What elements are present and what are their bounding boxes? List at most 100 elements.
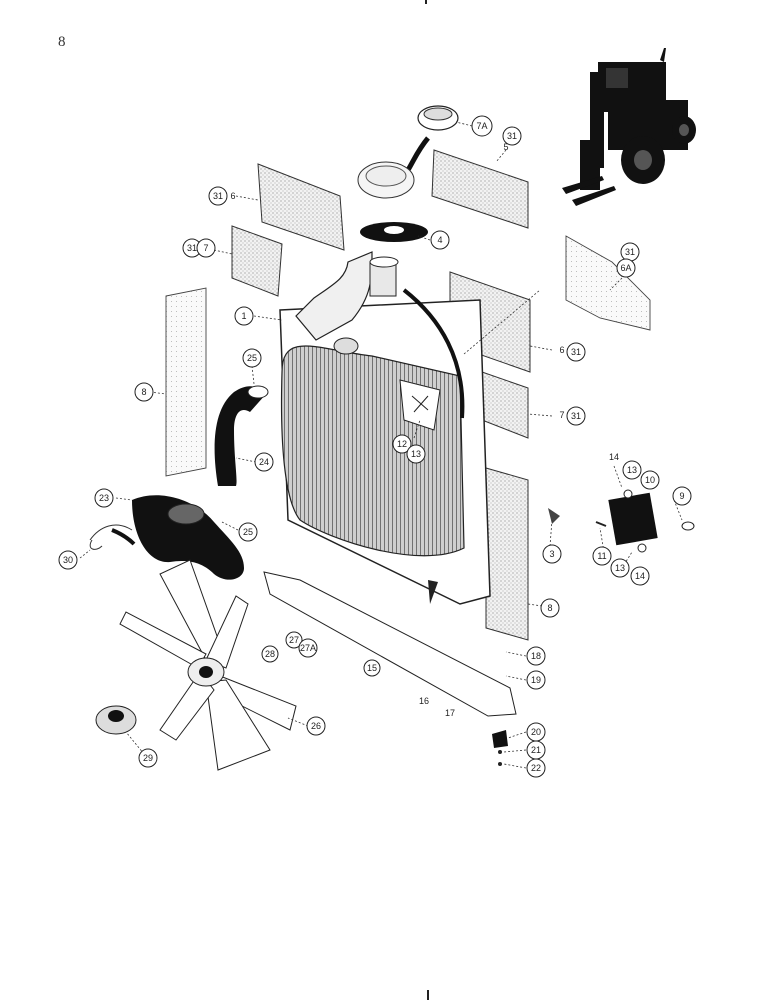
svg-text:7A: 7A: [476, 121, 487, 131]
callout-13-c: 13: [610, 558, 630, 578]
svg-text:6: 6: [230, 191, 235, 201]
svg-text:19: 19: [531, 675, 541, 685]
callout-6-a: 6: [230, 191, 235, 201]
callout-1: 1: [234, 306, 254, 326]
svg-text:6: 6: [559, 345, 564, 355]
callout-31-f: 31: [566, 406, 586, 426]
svg-text:31: 31: [507, 131, 517, 141]
callout-23: 23: [94, 488, 114, 508]
callout-20: 20: [526, 722, 546, 742]
svg-text:20: 20: [531, 727, 541, 737]
callout-16: 16: [419, 696, 429, 706]
svg-text:18: 18: [531, 651, 541, 661]
callout-31-a: 31: [208, 186, 228, 206]
callout-15: 15: [363, 659, 381, 677]
callout-8-a: 8: [134, 382, 154, 402]
callout-14-a: 14: [609, 452, 619, 462]
callout-10: 10: [640, 470, 660, 490]
lower-hose: [89, 495, 244, 580]
svg-text:27A: 27A: [300, 643, 316, 653]
callout-5: 5: [503, 142, 508, 152]
svg-text:17: 17: [445, 708, 455, 718]
svg-text:25: 25: [243, 527, 253, 537]
drain-cock-parts: [492, 730, 508, 766]
callout-31-b: 31: [182, 238, 202, 258]
svg-text:11: 11: [597, 551, 606, 561]
callout-27: 27: [285, 631, 303, 649]
svg-text:31: 31: [625, 247, 635, 257]
radiator-cap-parts: [357, 105, 459, 242]
callout-18: 18: [526, 646, 546, 666]
leader-lines: [79, 121, 683, 769]
svg-text:31: 31: [187, 243, 197, 253]
callout-31-e: 31: [566, 342, 586, 362]
svg-text:4: 4: [437, 235, 442, 245]
callout-31-c: 31: [502, 126, 522, 146]
svg-text:6A: 6A: [620, 263, 631, 273]
callout-22: 22: [526, 758, 546, 778]
svg-text:21: 21: [531, 745, 541, 755]
callout-25-a: 25: [242, 348, 262, 368]
svg-text:10: 10: [645, 475, 655, 485]
svg-text:22: 22: [531, 763, 541, 773]
svg-text:14: 14: [609, 452, 619, 462]
svg-text:5: 5: [503, 142, 508, 152]
svg-text:29: 29: [143, 753, 153, 763]
callout-7-a: 7: [196, 238, 216, 258]
svg-text:8: 8: [547, 603, 552, 613]
svg-text:30: 30: [63, 555, 73, 565]
svg-text:15: 15: [367, 663, 377, 673]
fan-blade: [119, 559, 297, 771]
callout-8-b: 8: [540, 598, 560, 618]
svg-text:31: 31: [213, 191, 223, 201]
svg-text:13: 13: [615, 563, 625, 573]
radiator-assembly: [279, 251, 491, 605]
svg-text:24: 24: [259, 457, 269, 467]
callout-21: 21: [526, 740, 546, 760]
svg-text:1: 1: [241, 311, 246, 321]
callout-13-b: 13: [622, 460, 642, 480]
svg-text:14: 14: [635, 571, 645, 581]
page-number: 8: [58, 34, 66, 50]
callout-25-b: 25: [238, 522, 258, 542]
callout-6A: 6A: [616, 258, 636, 278]
callout-26: 26: [306, 716, 326, 736]
callout-14-b: 14: [630, 566, 650, 586]
callout-3: 3: [542, 544, 562, 564]
callout-30: 30: [58, 550, 78, 570]
callout-27A: 27A: [298, 638, 318, 658]
callout-28: 28: [261, 645, 279, 663]
callout-12: 12: [392, 434, 412, 454]
callout-4: 4: [430, 230, 450, 250]
callout-19: 19: [526, 670, 546, 690]
svg-text:28: 28: [265, 649, 275, 659]
callout-31-d: 31: [620, 242, 640, 262]
mounting-bracket: [263, 571, 517, 717]
callout-29: 29: [138, 748, 158, 768]
svg-text:13: 13: [411, 449, 421, 459]
fan-spacer: [95, 705, 137, 735]
svg-text:8: 8: [141, 387, 146, 397]
upper-hose: [214, 385, 269, 486]
callout-7-b: 7: [559, 410, 564, 420]
svg-text:12: 12: [397, 439, 407, 449]
svg-text:3: 3: [549, 549, 554, 559]
callout-24: 24: [254, 452, 274, 472]
forklift-illustration: [562, 48, 696, 206]
svg-text:27: 27: [289, 635, 299, 645]
side-mount-hardware: [548, 489, 695, 553]
svg-text:31: 31: [571, 347, 581, 357]
callout-7A: 7A: [471, 115, 493, 137]
callout-9: 9: [672, 486, 692, 506]
svg-text:9: 9: [679, 491, 684, 501]
callout-13-a: 13: [406, 444, 426, 464]
svg-text:7: 7: [559, 410, 564, 420]
svg-text:25: 25: [247, 353, 257, 363]
svg-text:13: 13: [627, 465, 637, 475]
svg-text:26: 26: [311, 721, 321, 731]
svg-text:16: 16: [419, 696, 429, 706]
callout-6-b: 6: [559, 345, 564, 355]
svg-text:31: 31: [571, 411, 581, 421]
svg-text:7: 7: [203, 243, 208, 253]
